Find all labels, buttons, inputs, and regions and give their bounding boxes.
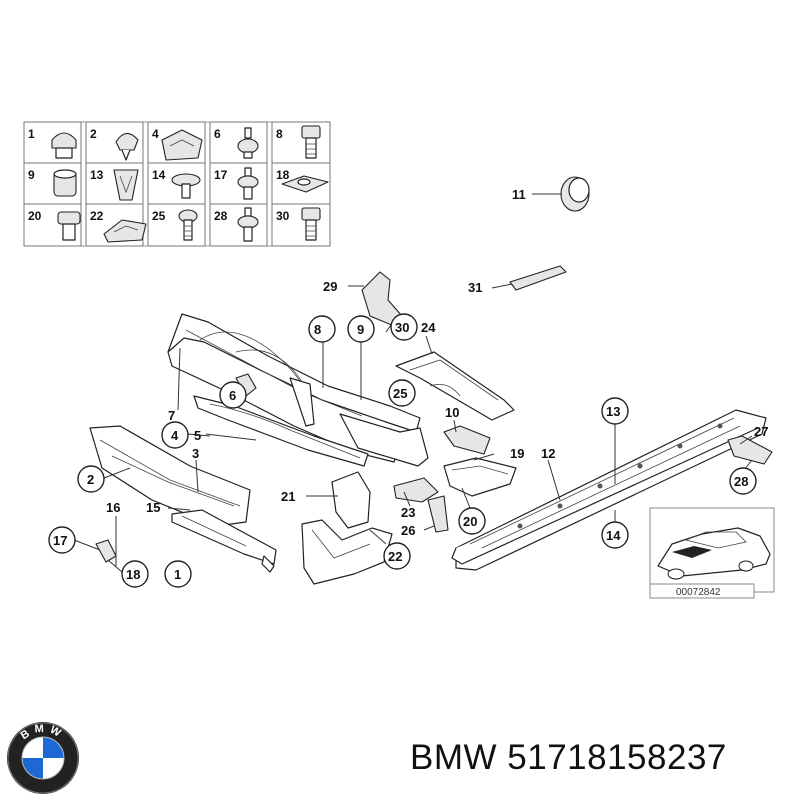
callout-26: 26 <box>401 523 415 538</box>
callout-25: 25 <box>393 386 407 401</box>
grommet-part <box>560 176 590 212</box>
legend-label: 4 <box>152 127 159 141</box>
legend-label: 6 <box>214 127 221 141</box>
callout-7: 7 <box>168 408 175 423</box>
screw-icon <box>178 209 198 241</box>
bracket-part <box>443 425 491 455</box>
callout-19: 19 <box>510 446 524 461</box>
clip-icon <box>161 129 203 161</box>
callout-27: 27 <box>754 424 768 439</box>
bolt-icon <box>301 125 321 159</box>
legend-label: 1 <box>28 127 35 141</box>
car-location-inset: 00072842 <box>649 507 775 599</box>
legend-label: 17 <box>214 168 228 182</box>
callout-5: 5 <box>194 428 201 443</box>
car-icon <box>657 527 771 580</box>
callout-28: 28 <box>734 474 748 489</box>
screw-icon <box>237 207 259 242</box>
legend-label: 9 <box>28 168 35 182</box>
screw-icon <box>237 127 259 159</box>
clip-nut-icon <box>113 169 139 201</box>
callout-16: 16 <box>106 500 120 515</box>
legend-label: 30 <box>276 209 290 223</box>
rivet-icon <box>115 132 139 161</box>
callout-20: 20 <box>463 514 477 529</box>
callout-22: 22 <box>388 549 402 564</box>
air-duct-part <box>301 471 393 585</box>
callout-15: 15 <box>146 500 160 515</box>
panel-part <box>193 395 369 467</box>
callout-18: 18 <box>126 567 140 582</box>
callout-12: 12 <box>541 446 555 461</box>
wedge-part <box>393 477 439 503</box>
callout-11: 11 <box>512 187 526 202</box>
legend-label: 2 <box>90 127 97 141</box>
rear-bracket-part <box>727 435 773 465</box>
part-number-title: BMW 51718158237 <box>410 738 727 777</box>
inset-code: 00072842 <box>676 587 721 598</box>
legend-label: 18 <box>276 168 290 182</box>
callout-3: 3 <box>192 446 199 461</box>
nut-icon <box>53 169 77 197</box>
legend-label: 14 <box>152 168 166 182</box>
bracket-part <box>361 271 403 327</box>
front-frame-part <box>167 313 429 467</box>
bracket-part <box>427 495 449 533</box>
cross-brace-part <box>395 351 515 421</box>
front-end-assembly <box>89 176 773 585</box>
support-bar-part <box>171 509 277 573</box>
screw-icon <box>237 167 259 200</box>
legend-label: 20 <box>28 209 42 223</box>
lower-crossmember-part <box>89 425 251 527</box>
clip-part <box>95 539 117 563</box>
callout-labels: 11 29 31 8 9 30 24 6 25 7 10 4 5 13 27 3… <box>53 187 768 582</box>
clip-icon <box>103 219 147 243</box>
callout-13: 13 <box>606 404 620 419</box>
callout-24: 24 <box>421 320 436 335</box>
legend-label: 8 <box>276 127 283 141</box>
bolt-icon <box>301 207 321 241</box>
callout-23: 23 <box>401 505 415 520</box>
callout-4: 4 <box>171 428 179 443</box>
callout-9: 9 <box>357 322 364 337</box>
screw-washer-icon <box>171 173 201 199</box>
callout-10: 10 <box>445 405 459 420</box>
callout-30: 30 <box>395 320 409 335</box>
arch-bracket-part <box>443 457 517 497</box>
callout-6: 6 <box>229 388 236 403</box>
nut-plate-icon <box>281 175 329 193</box>
legend-label: 22 <box>90 209 104 223</box>
legend-label: 25 <box>152 209 166 223</box>
callout-29: 29 <box>323 279 337 294</box>
callout-21: 21 <box>281 489 295 504</box>
legend-label: 28 <box>214 209 228 223</box>
rail-holes <box>517 423 723 529</box>
bmw-logo-icon: BMW <box>7 722 79 794</box>
callout-14: 14 <box>606 528 621 543</box>
side-rail-part <box>451 409 767 571</box>
plug-icon <box>51 132 77 159</box>
bolt-icon <box>57 211 81 241</box>
fastener-legend-grid: 1 2 4 6 8 9 13 14 17 18 20 22 25 28 30 <box>23 121 331 247</box>
callout-8: 8 <box>314 322 321 337</box>
callout-17: 17 <box>53 533 67 548</box>
callout-31: 31 <box>468 280 482 295</box>
callout-circles <box>48 313 757 588</box>
strip-part <box>509 265 567 291</box>
legend-label: 13 <box>90 168 104 182</box>
callout-2: 2 <box>87 472 94 487</box>
callout-1: 1 <box>174 567 181 582</box>
